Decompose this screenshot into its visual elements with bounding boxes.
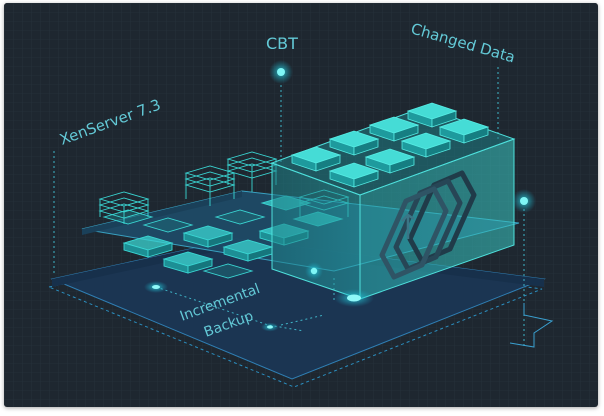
- step-connector: [509, 303, 554, 348]
- guide-lines: [53, 67, 525, 347]
- bottom-plate-outline: [47, 248, 543, 388]
- glow-nodes: [144, 60, 536, 332]
- backup-file-stack-icon: [379, 170, 477, 280]
- changed-blocks: [290, 102, 490, 188]
- backup-plate-edge-left: [52, 239, 236, 287]
- server-plate-edge-left: [82, 191, 242, 235]
- diagram-canvas: XenServer 7.3 CBT Changed Data Increment…: [4, 3, 598, 407]
- incremental-backup-diagram: XenServer 7.3 CBT Changed Data Increment…: [4, 3, 598, 407]
- cbt-label: CBT: [266, 34, 298, 53]
